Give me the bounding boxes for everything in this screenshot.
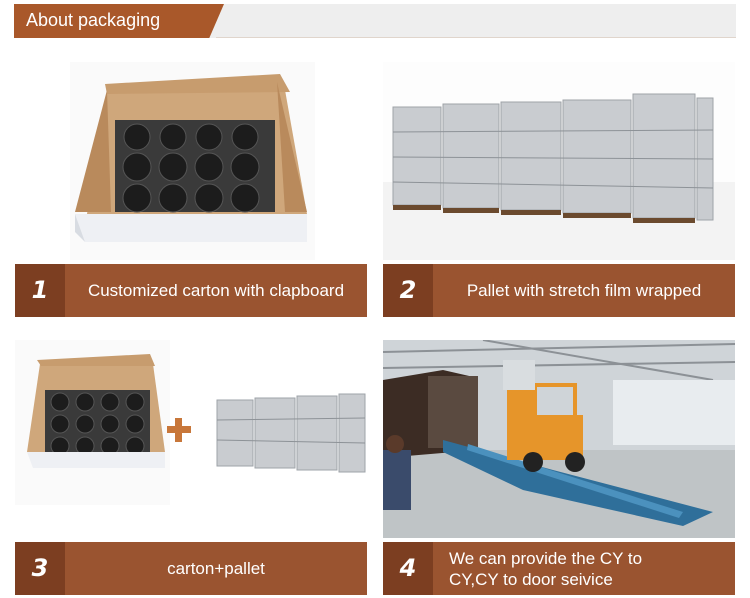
caption-4-line-2: CY,CY to door seivice	[449, 569, 613, 589]
caption-3: carton+pallet	[167, 559, 265, 578]
step-number-3: 3	[15, 542, 65, 595]
caption-bar-3: 3 carton+pallet	[15, 542, 367, 595]
caption-4: We can provide the CY to CY,CY to door s…	[433, 542, 735, 595]
caption-4-line-1: We can provide the CY to	[449, 548, 643, 568]
step-number-1: 1	[15, 264, 65, 317]
caption-bar-1: 1 Customized carton with clapboard	[15, 264, 367, 317]
caption-bar-4: 4 We can provide the CY to CY,CY to door…	[383, 542, 735, 595]
pallets-photo	[383, 62, 735, 260]
header-divider	[216, 37, 736, 38]
caption-bar-2: 2 Pallet with stretch film wrapped	[383, 264, 735, 317]
caption-2: Pallet with stretch film wrapped	[466, 281, 702, 300]
caption-1: Customized carton with clapboard	[87, 281, 345, 300]
warehouse-loading-photo	[383, 340, 735, 538]
plus-icon	[167, 418, 191, 442]
carton-photo	[15, 62, 367, 260]
section-title: About packaging	[26, 10, 161, 30]
section-header-tab: About packaging	[14, 4, 224, 38]
step-number-2: 2	[383, 264, 433, 317]
step-number-4: 4	[383, 542, 433, 595]
carton-pallet-photo	[15, 340, 367, 538]
